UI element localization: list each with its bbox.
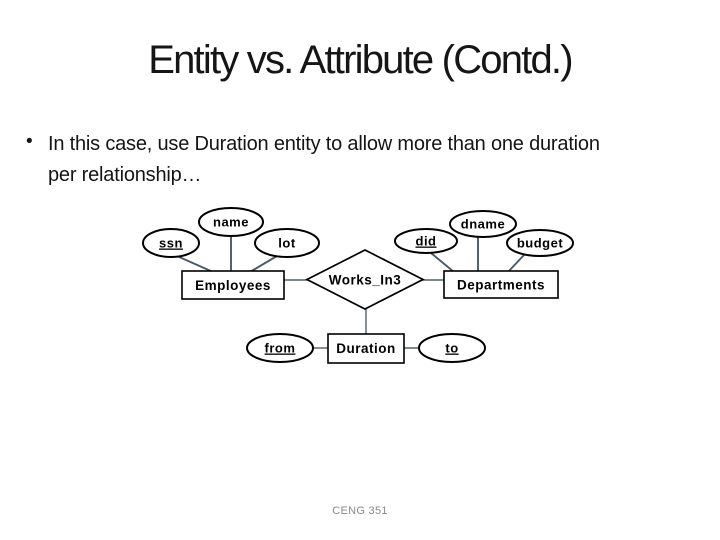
label-dname: dname (461, 217, 505, 232)
label-name: name (213, 215, 249, 230)
connector-ssn-employees (176, 255, 214, 273)
relationship-diamond-worksin3 (305, 249, 425, 310)
label-ssn: ssn (159, 236, 183, 251)
label-from: from (265, 341, 296, 356)
entity-box-departments (443, 270, 559, 299)
label-did: did (416, 234, 437, 249)
attribute-ellipse-ssn (142, 228, 200, 258)
attribute-ellipse-lot (254, 228, 320, 258)
label-duration: Duration (336, 341, 396, 356)
attribute-ellipse-did (394, 228, 458, 254)
footer-course-code: CENG 351 (332, 505, 388, 517)
attribute-ellipse-to (418, 333, 486, 363)
label-budget: budget (517, 236, 563, 251)
attribute-ellipse-from (246, 333, 314, 363)
attribute-ellipse-dname (449, 210, 517, 238)
attribute-ellipse-budget (506, 229, 574, 257)
label-to: to (445, 341, 458, 356)
label-worksin3: Works_In3 (329, 273, 402, 288)
bullet-icon: • (26, 131, 33, 152)
body-text: In this case, use Duration entity to all… (48, 133, 600, 186)
entity-box-employees (181, 270, 285, 300)
entity-shapes (181, 270, 559, 364)
label-employees: Employees (195, 278, 271, 293)
entity-box-duration (327, 333, 405, 364)
connector-did-departments (430, 252, 455, 273)
connector-lot-employees (249, 255, 278, 273)
label-lot: lot (278, 236, 296, 251)
attribute-shapes (142, 207, 574, 363)
attribute-ellipse-name (198, 207, 264, 237)
connector-budget-departments (507, 254, 525, 273)
slide-title: Entity vs. Attribute (Contd.) (148, 38, 573, 82)
connector-lines (176, 236, 525, 349)
label-departments: Departments (457, 278, 545, 293)
diagram-labels: name ssn lot did dname budget from to Em… (159, 215, 563, 357)
